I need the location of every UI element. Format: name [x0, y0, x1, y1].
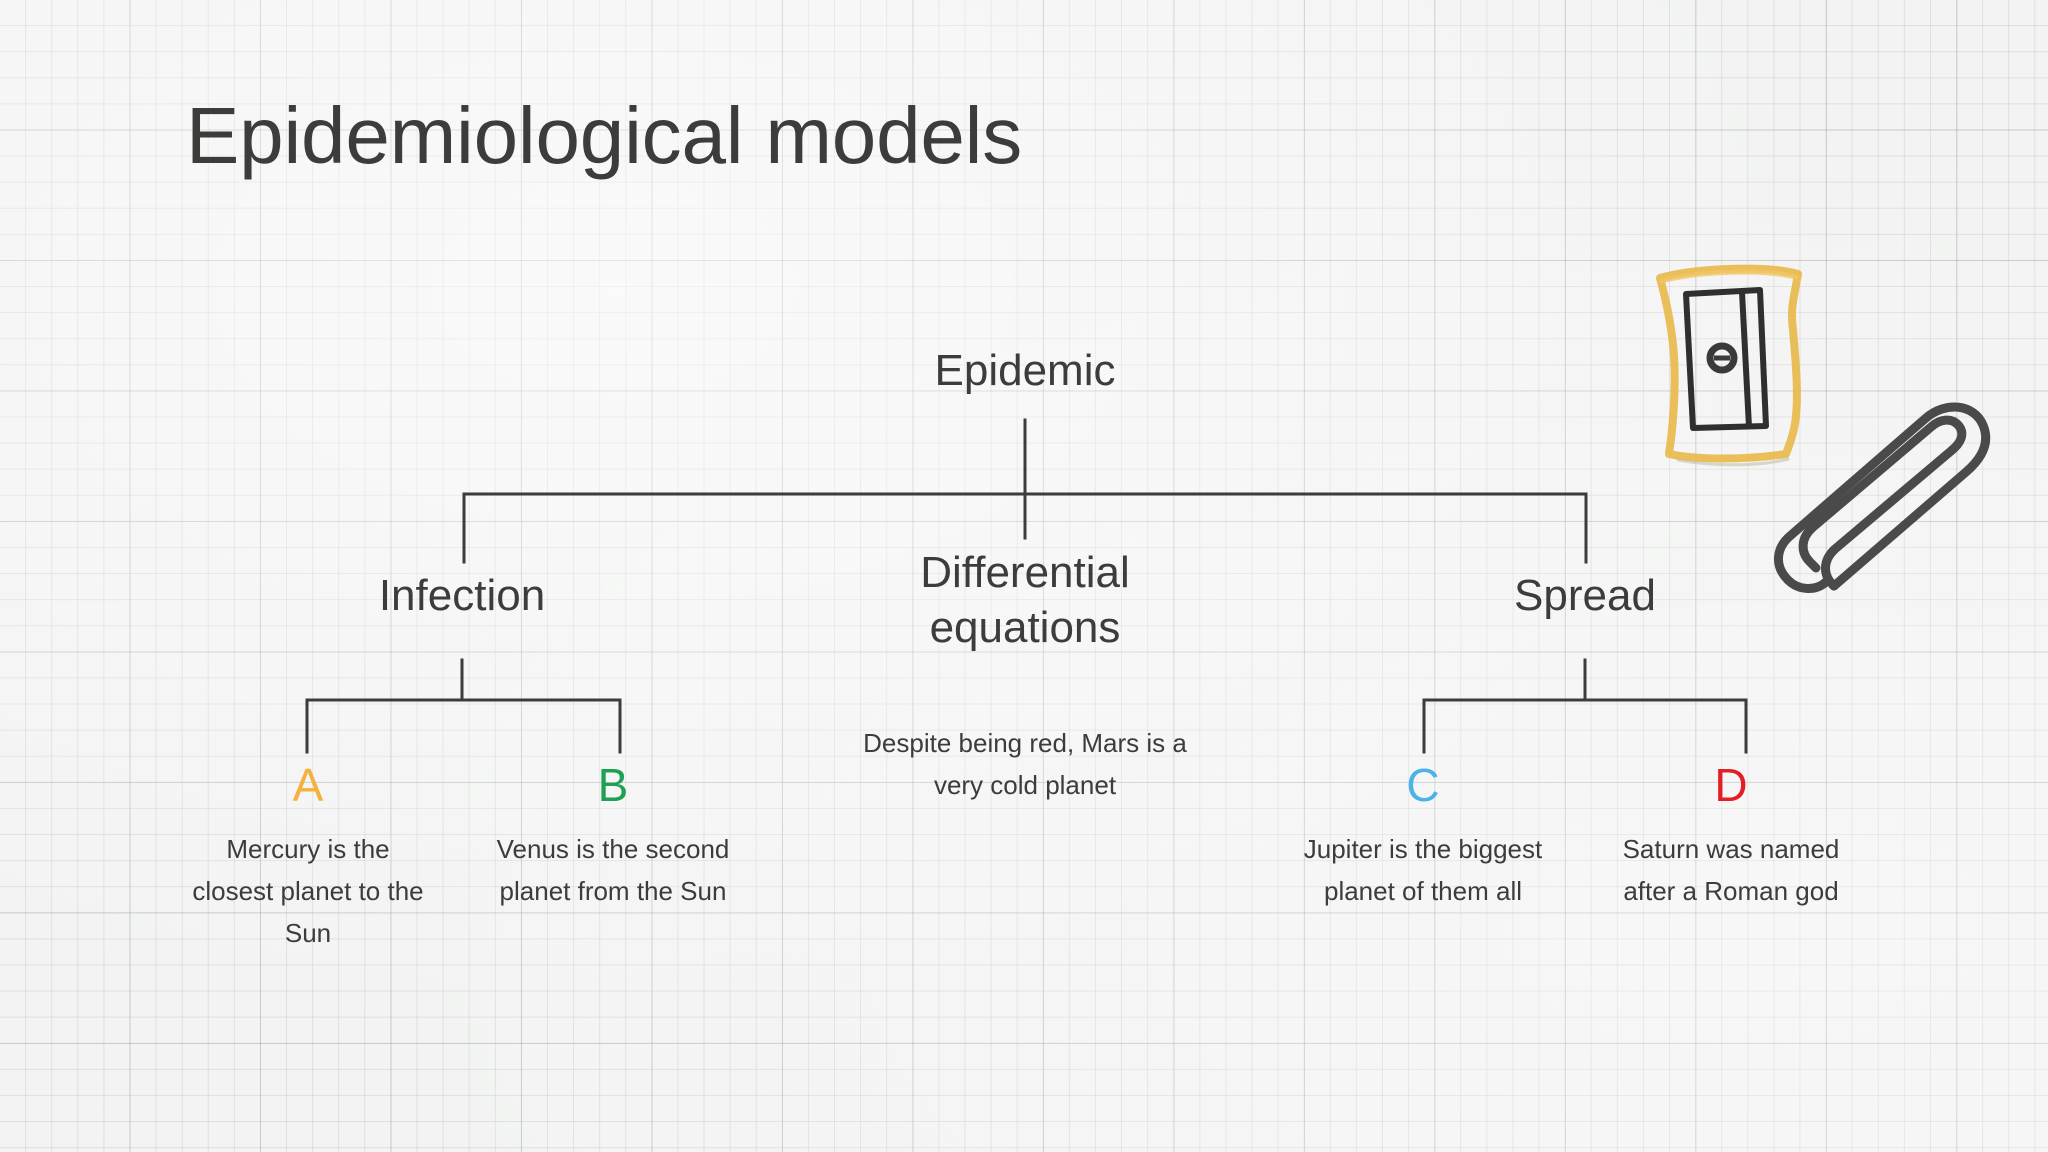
pencil-sharpener-icon [1656, 264, 1802, 467]
differential-equations-description: Despite being red, Mars is a very cold p… [863, 728, 1187, 801]
leaf-letter-c: C [1406, 759, 1440, 811]
leaf-text-c: Jupiter is the biggest planet of them al… [1303, 834, 1543, 907]
leaf-item-d: D Saturn was named after a Roman god [1608, 762, 1854, 912]
leaf-text-b: Venus is the second planet from the Sun [496, 834, 730, 907]
leaf-letter-b: B [597, 759, 629, 811]
tree-node-differential-equations: Differential equations [920, 548, 1130, 653]
tree-node-spread: Spread [1514, 571, 1656, 620]
paper-clip-icon [1774, 402, 1991, 593]
tree-node-epidemic: Epidemic [934, 346, 1116, 395]
leaf-item-c: C Jupiter is the biggest planet of them … [1300, 762, 1546, 912]
leaf-text-d: Saturn was named after a Roman god [1622, 834, 1840, 907]
leaf-letter-d: D [1714, 759, 1748, 811]
leaf-item-b: B Venus is the second planet from the Su… [490, 762, 736, 912]
leaf-letter-a: A [292, 759, 324, 811]
tree-node-infection: Infection [378, 571, 546, 620]
leaf-text-a: Mercury is the closest planet to the Sun [192, 834, 424, 949]
page-title: Epidemiological models [186, 91, 1023, 180]
leaf-item-a: A Mercury is the closest planet to the S… [185, 762, 431, 954]
